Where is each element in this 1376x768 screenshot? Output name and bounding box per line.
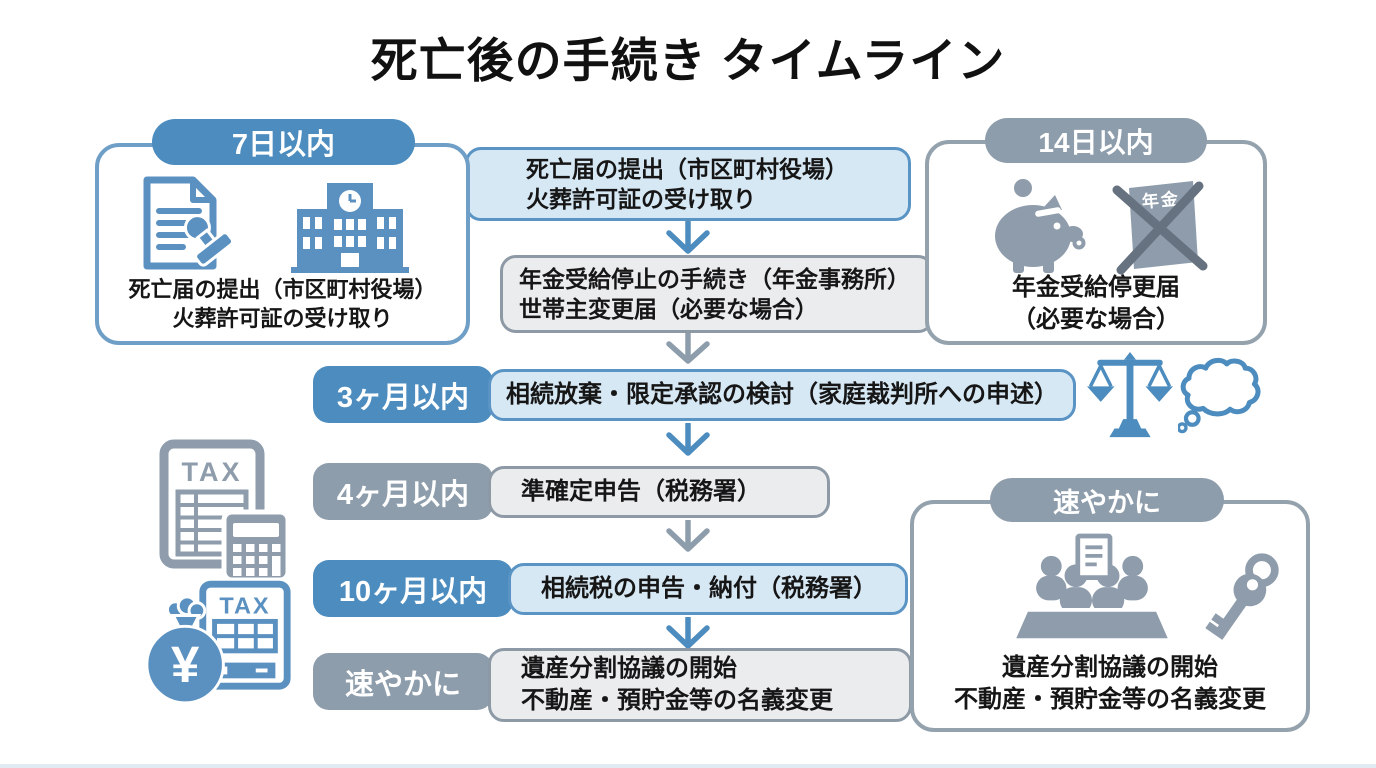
thought-bubble-icon xyxy=(1176,356,1262,439)
tax-document-calculator-icon: TAX xyxy=(148,436,298,589)
flow-top-line1: 死亡届の提出（市区町村役場） xyxy=(526,155,848,182)
flow-pension-line1: 年金受給停止の手続き（年金事務所） xyxy=(519,265,910,292)
page-title: 死亡後の手続き タイムライン xyxy=(370,34,1006,87)
box-prompt-line2: 不動産・預貯金等の名義変更 xyxy=(954,685,1266,713)
piggy-bank-icon xyxy=(977,176,1095,281)
badge-7-days: 7日以内 xyxy=(152,119,415,165)
badge-promptly-row: 速やかに xyxy=(313,653,493,710)
bottom-edge-line xyxy=(0,764,1376,768)
flow-pension-line2: 世帯主変更届（必要な場合） xyxy=(519,296,818,322)
flow-box-inheritance-renounce: 相続放棄・限定承認の検討（家庭裁判所への申述） xyxy=(488,369,1076,421)
row-prompt-line1: 遺産分割協議の開始 xyxy=(521,655,737,683)
flow-box-inheritance-tax: 相続税の申告・納付（税務署） xyxy=(508,563,908,615)
tax-label-gray: TAX xyxy=(182,457,243,487)
keys-icon xyxy=(1200,546,1286,663)
box-14days-line2: （必要な場合） xyxy=(1012,305,1180,333)
arrow-down-4-icon xyxy=(660,518,716,558)
pension-book-label: 年金 xyxy=(1141,188,1181,211)
row-4m-text: 準確定申告（税務署） xyxy=(521,478,761,506)
box-14days-line1: 年金受給停更届 xyxy=(1012,274,1180,301)
box-7days-line2: 火葬許可証の受け取り xyxy=(172,306,393,332)
family-meeting-icon xyxy=(1002,526,1182,657)
badge-10-months: 10ヶ月以内 xyxy=(313,560,513,617)
badge-14-days: 14日以内 xyxy=(985,118,1207,163)
tax-label-blue: TAX xyxy=(219,593,270,619)
box-within-7-days: 死亡届の提出（市区町村役場） 火葬許可証の受け取り xyxy=(95,143,470,345)
box-promptly: 遺産分割協議の開始 不動産・預貯金等の名義変更 xyxy=(910,500,1310,732)
flow-box-death-report: 死亡届の提出（市区町村役場） 火葬許可証の受け取り xyxy=(465,147,911,221)
badge-4-months: 4ヶ月以内 xyxy=(313,463,493,520)
flow-top-line2: 火葬許可証の受け取り xyxy=(526,186,756,212)
box-prompt-line1: 遺産分割協議の開始 xyxy=(1002,654,1218,681)
badge-promptly-box: 速やかに xyxy=(990,478,1224,522)
flow-box-quasi-final-return: 準確定申告（税務署） xyxy=(488,466,830,518)
arrow-down-5-icon xyxy=(660,615,716,655)
pension-book-crossed-icon: 年金 xyxy=(1107,172,1211,285)
row-10m-text: 相続税の申告・納付（税務署） xyxy=(541,575,877,603)
box-within-14-days: 年金 年金受給停更届 （必要な場合） xyxy=(925,140,1267,345)
justice-scales-icon xyxy=(1086,352,1174,443)
arrow-down-3-icon xyxy=(660,421,716,462)
money-bag-tax-icon: TAX ¥ xyxy=(140,580,295,711)
box-7days-line1: 死亡届の提出（市区町村役場） xyxy=(128,277,437,302)
death-report-stamp-icon xyxy=(137,175,245,280)
row-prompt-line2: 不動産・預貯金等の名義変更 xyxy=(521,687,833,714)
city-office-building-icon xyxy=(289,177,411,280)
arrow-down-1-icon xyxy=(660,219,716,260)
arrow-down-2-icon xyxy=(660,331,716,370)
flow-box-pension-stop: 年金受給停止の手続き（年金事務所） 世帯主変更届（必要な場合） xyxy=(500,255,934,333)
box-7days-text: 死亡届の提出（市区町村役場） 火葬許可証の受け取り xyxy=(99,275,466,333)
flow-box-estate-division: 遺産分割協議の開始 不動産・預貯金等の名義変更 xyxy=(488,648,912,722)
box-14days-text: 年金受給停更届 （必要な場合） xyxy=(929,272,1263,335)
yen-symbol: ¥ xyxy=(171,636,200,693)
box-prompt-text: 遺産分割協議の開始 不動産・預貯金等の名義変更 xyxy=(914,652,1306,715)
row-3m-text: 相続放棄・限定承認の検討（家庭裁判所への申述） xyxy=(506,381,1058,409)
badge-3-months: 3ヶ月以内 xyxy=(313,366,493,423)
